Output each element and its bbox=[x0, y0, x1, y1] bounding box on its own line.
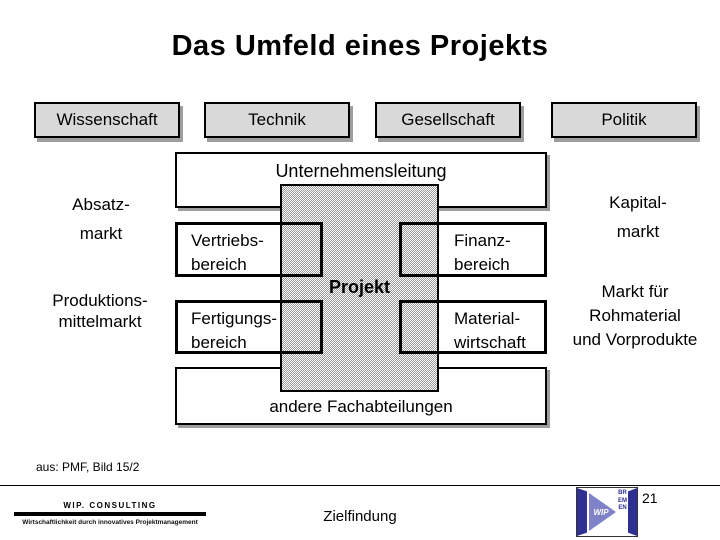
env-box-politik-label: Politik bbox=[601, 110, 647, 129]
env-box-politik: Politik bbox=[551, 102, 697, 138]
other-departments-label: andere Fachabteilungen bbox=[269, 397, 453, 416]
logo-right-panel bbox=[628, 488, 637, 536]
production-dept-box: Fertigungs- bereich bbox=[175, 300, 323, 354]
source-note: aus: PMF, Bild 15/2 bbox=[36, 460, 140, 474]
footer-company-name: WIP. CONSULTING bbox=[63, 501, 157, 510]
logo-arrow-icon bbox=[589, 493, 616, 531]
finance-dept-line2: bereich bbox=[454, 255, 510, 274]
footer-topic: Zielfindung bbox=[323, 508, 397, 525]
production-means-line2: mittelmarkt bbox=[58, 312, 142, 331]
footer-company-rule bbox=[14, 512, 206, 516]
sales-market-line1: Absatz- bbox=[72, 195, 130, 214]
raw-material-line2: Rohmaterial bbox=[589, 306, 681, 325]
capital-market-line1: Kapital- bbox=[609, 193, 667, 212]
capital-market-label: Kapital- markt bbox=[577, 188, 699, 246]
sales-dept-line1: Vertriebs- bbox=[191, 231, 264, 250]
production-dept-line2: bereich bbox=[191, 333, 247, 352]
capital-market-line2: markt bbox=[616, 222, 660, 241]
logo-city-letters: BREMEN bbox=[618, 490, 627, 511]
env-box-technik-label: Technik bbox=[248, 110, 306, 129]
management-label: Unternehmensleitung bbox=[275, 161, 447, 181]
project-label: Projekt bbox=[328, 277, 391, 297]
project-box bbox=[280, 184, 439, 392]
sales-dept-line2: bereich bbox=[191, 255, 247, 274]
page-number: 21 bbox=[642, 490, 658, 506]
sales-market-line2: markt bbox=[79, 224, 123, 243]
footer-divider bbox=[0, 485, 720, 486]
raw-material-market-label: Markt für Rohmaterial und Vorprodukte bbox=[553, 280, 717, 352]
footer-tagline: Wirtschaftlichkeit durch innovatives Pro… bbox=[22, 519, 198, 526]
logo-left-panel bbox=[577, 488, 587, 536]
sales-market-label: Absatz- markt bbox=[40, 190, 162, 248]
logo-acronym: WIP bbox=[593, 508, 609, 517]
production-means-line1: Produktions- bbox=[52, 291, 148, 310]
raw-material-line3: und Vorprodukte bbox=[572, 330, 698, 349]
env-box-gesellschaft: Gesellschaft bbox=[375, 102, 521, 138]
sales-dept-box: Vertriebs- bereich bbox=[175, 222, 323, 277]
env-box-gesellschaft-label: Gesellschaft bbox=[401, 110, 495, 129]
finance-dept-box: Finanz- bereich bbox=[399, 222, 547, 277]
materials-dept-box: Material- wirtschaft bbox=[399, 300, 547, 354]
finance-dept-line1: Finanz- bbox=[454, 231, 511, 250]
wip-bremen-logo: WIP BREMEN bbox=[576, 487, 638, 537]
production-means-market-label: Produktions- mittelmarkt bbox=[18, 290, 182, 332]
materials-dept-line1: Material- bbox=[454, 309, 521, 328]
production-dept-line1: Fertigungs- bbox=[191, 309, 277, 328]
env-box-wissenschaft-label: Wissenschaft bbox=[56, 110, 158, 129]
env-box-technik: Technik bbox=[204, 102, 350, 138]
raw-material-line1: Markt für bbox=[601, 282, 669, 301]
slide-title: Das Umfeld eines Projekts bbox=[171, 30, 549, 62]
materials-dept-line2: wirtschaft bbox=[454, 333, 526, 352]
env-box-wissenschaft: Wissenschaft bbox=[34, 102, 180, 138]
